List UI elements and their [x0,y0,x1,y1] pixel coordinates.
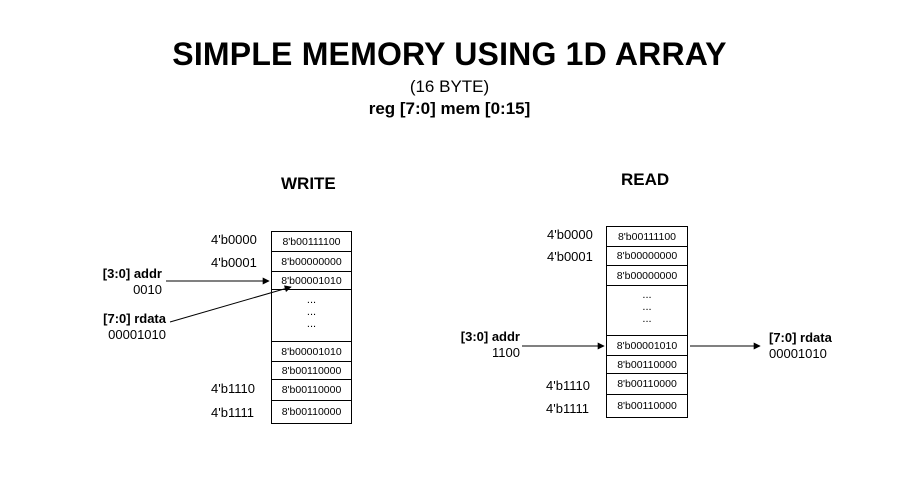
read-addr-label-1110: 4'b1110 [546,378,590,393]
read-memory-cell: 8'b00111100 [606,226,688,247]
write-addr-label-0000: 4'b0000 [211,232,257,247]
read-memory-cell: 8'b00000000 [606,246,688,266]
read-memory-gap [606,285,688,336]
write-data-arrow [169,285,292,323]
write-data-signal: [7:0] rdata 00001010 [103,311,166,342]
read-addr-label-0001: 4'b0001 [547,249,593,264]
page-subtitle: (16 BYTE) [409,77,490,96]
write-heading: WRITE [281,174,336,193]
read-addr-signal: [3:0] addr 1100 [460,329,520,360]
write-memory-cell: 8'b00110000 [271,400,352,424]
write-addr-label-0001: 4'b0001 [211,255,257,270]
read-dots: ......... [642,289,652,325]
array-declaration: reg [7:0] mem [0:15] [368,99,531,118]
page-title: SIMPLE MEMORY USING 1D ARRAY [172,36,727,72]
write-addr-label-1111: 4'b1111 [211,405,254,420]
write-addr-label-1110: 4'b1110 [211,381,255,396]
write-memory-cell: 8'b00111100 [271,231,352,252]
write-dots: ......... [306,294,317,330]
write-addr-signal: [3:0] addr 0010 [102,266,162,297]
write-memory-gap [271,289,352,342]
read-addr-label-0000: 4'b0000 [547,227,593,242]
read-data-signal: [7:0] rdata 00001010 [769,330,832,361]
read-memory-cell: 8'b00000000 [606,265,688,286]
read-addr-label-1111: 4'b1111 [546,401,589,416]
read-heading: READ [621,170,670,189]
read-memory-cell: 8'b00110000 [606,394,688,418]
